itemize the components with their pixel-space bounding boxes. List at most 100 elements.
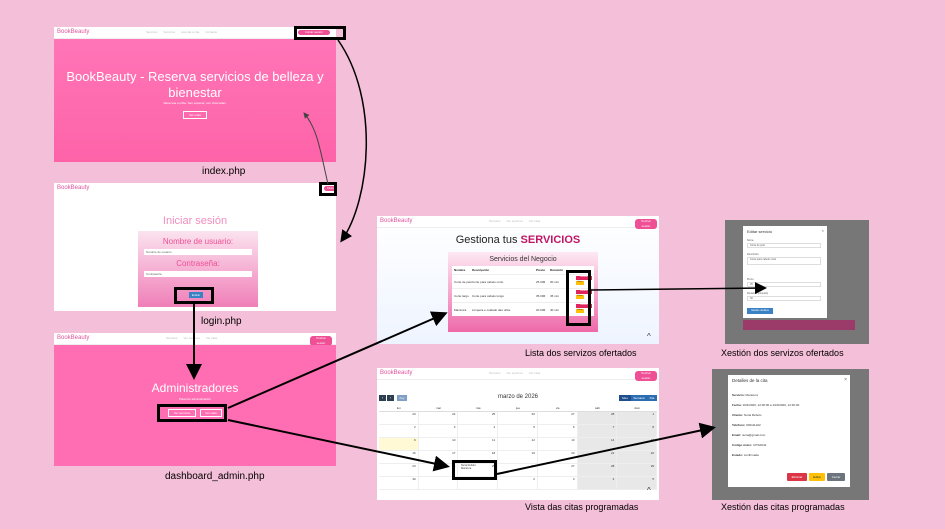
dashboard-subtitle: Panel de administración: [178, 397, 212, 401]
nav-link[interactable]: Axenda a cita: [181, 30, 200, 34]
pass-input[interactable]: Contraseña: [144, 271, 252, 277]
detail-line: Fecha: 19/3/2026, 12:00:00 a 19/3/2026, …: [732, 403, 799, 407]
services-table: Nombre Descripción Precio Duración Corte…: [452, 266, 594, 316]
edit-button[interactable]: Editar: [576, 309, 584, 313]
delete-button[interactable]: Eliminar: [576, 290, 592, 294]
calendar-day[interactable]: 7: [577, 425, 618, 437]
calendar-day[interactable]: 26: [498, 412, 538, 424]
calendar-caption: Vista das citas programadas: [525, 502, 639, 512]
calendar-day[interactable]: 23: [379, 464, 419, 476]
close-icon[interactable]: ×: [821, 228, 824, 233]
calendar-day[interactable]: 3: [537, 477, 578, 489]
cell: 40 min: [550, 307, 560, 312]
calendar-day[interactable]: 2: [498, 477, 538, 489]
hero-button[interactable]: Ver máis: [183, 111, 207, 119]
calendar-event[interactable]: Nuria Rebolo Manicura: [459, 464, 491, 474]
nav-link[interactable]: Ver servizos: [506, 219, 523, 223]
calendar-day[interactable]: 29: [617, 464, 658, 476]
calendar-day[interactable]: 25: [458, 412, 499, 424]
calendar-day[interactable]: 27: [537, 464, 578, 476]
calendar-day[interactable]: 28: [577, 464, 618, 476]
calendar-day[interactable]: 9: [379, 438, 419, 450]
nav-link[interactable]: Ver citas: [205, 336, 218, 340]
save-button[interactable]: Gardar cambios: [747, 308, 773, 314]
nav-link[interactable]: Servizos: [489, 219, 501, 223]
nav-link[interactable]: Ver servizos: [506, 371, 523, 375]
detail-key: Email:: [732, 433, 742, 437]
calendar-day[interactable]: 4: [577, 477, 618, 489]
highlight-row-actions: [566, 270, 591, 326]
field-input[interactable]: Corte de pelo: [747, 243, 821, 248]
nav-link[interactable]: Ver citas: [528, 219, 541, 223]
detail-line: Código único: CITA0042: [732, 443, 766, 447]
login-cta-button[interactable]: Iniciar sesión: [298, 30, 330, 35]
close-button[interactable]: Cerrar: [827, 473, 845, 481]
calendar-day[interactable]: 3: [418, 425, 459, 437]
nav-link[interactable]: Servizos: [489, 371, 501, 375]
detail-line: Cliente: Nuria Rebolo: [732, 413, 761, 417]
chevron-up-icon[interactable]: ^: [647, 486, 651, 495]
calendar-day[interactable]: 11: [458, 438, 499, 450]
calendar-day[interactable]: 22: [617, 451, 658, 463]
calendar-day[interactable]: 14: [577, 438, 618, 450]
calendar-day[interactable]: 8: [617, 425, 658, 437]
edit-button[interactable]: Editar: [576, 281, 584, 285]
field-input[interactable]: 30: [747, 296, 821, 301]
calendar-day[interactable]: 10: [418, 438, 459, 450]
highlight-dashboard-buttons: [157, 404, 227, 422]
calendar-day[interactable]: 26: [498, 464, 538, 476]
calendar-day[interactable]: 12: [498, 438, 538, 450]
calendar-day[interactable]: 20: [537, 451, 578, 463]
view-day-button[interactable]: Día: [647, 395, 657, 401]
logout-button[interactable]: Pechar sesión: [635, 371, 657, 381]
nav-link[interactable]: Contacto: [205, 30, 218, 34]
dashboard-menu: Servizos Ver servizos Ver citas: [166, 336, 217, 340]
view-month-button[interactable]: Mes: [619, 395, 631, 401]
calendar-day[interactable]: 23: [379, 412, 419, 424]
calendar-day[interactable]: 15: [617, 438, 658, 450]
calendar-day[interactable]: 2: [379, 425, 419, 437]
calendar-navbar: BookBeauty Servizos Ver servizos Ver cit…: [377, 368, 659, 381]
calendar-day[interactable]: 1: [617, 412, 658, 424]
field-input[interactable]: Corte para cabelo curto: [747, 257, 821, 265]
cell: Corte para cabelo longo: [472, 293, 505, 298]
nav-link[interactable]: Ver servizos: [183, 336, 200, 340]
calendar-day[interactable]: 28: [577, 412, 618, 424]
calendar-day[interactable]: 24: [418, 412, 459, 424]
calendar-day[interactable]: 13: [537, 438, 578, 450]
calendar-day[interactable]: 30: [379, 477, 419, 489]
delete-appointment-button[interactable]: Eliminar: [787, 473, 807, 481]
view-week-button[interactable]: Semana: [631, 395, 647, 401]
view-services-button[interactable]: Ver servizos: [168, 409, 196, 417]
calendar-day[interactable]: 6: [537, 425, 578, 437]
nav-link[interactable]: Servizos: [163, 30, 176, 34]
edit-appointment-button[interactable]: Editar: [809, 473, 825, 481]
nav-link[interactable]: Servizos: [166, 336, 178, 340]
calendar-day[interactable]: 21: [577, 451, 618, 463]
dimmed-pink-card: [743, 320, 855, 330]
calendar-day[interactable]: 27: [537, 412, 578, 424]
submit-button[interactable]: Entrar: [189, 292, 203, 298]
nav-link[interactable]: Servizos: [146, 30, 158, 34]
user-input[interactable]: Nombre de usuario: [144, 249, 252, 255]
close-icon[interactable]: ×: [844, 377, 847, 383]
logout-button[interactable]: Pechar sesión: [635, 219, 657, 229]
home-button[interactable]: Inicio: [324, 186, 336, 191]
calendar-day[interactable]: 16: [379, 451, 419, 463]
weekday: mar: [435, 406, 442, 410]
calendar-day[interactable]: 19: [498, 451, 538, 463]
calendar-day[interactable]: 5: [498, 425, 538, 437]
delete-button[interactable]: Eliminar: [576, 304, 592, 308]
field-input[interactable]: 25: [747, 282, 821, 287]
calendar-day[interactable]: 5: [617, 477, 658, 489]
nav-link[interactable]: Ver citas: [528, 371, 541, 375]
edit-button[interactable]: Editar: [576, 295, 584, 299]
detail-value: 600111222: [746, 423, 761, 427]
calendar-day[interactable]: 4: [458, 425, 499, 437]
chevron-up-icon[interactable]: ^: [647, 332, 651, 341]
table-row: Corte de pelo Corte para cabelo curto 25…: [452, 274, 594, 288]
delete-button[interactable]: Eliminar: [576, 276, 592, 280]
view-appointments-button[interactable]: Ver citas: [200, 409, 222, 417]
cell: Corte largo: [454, 293, 469, 298]
